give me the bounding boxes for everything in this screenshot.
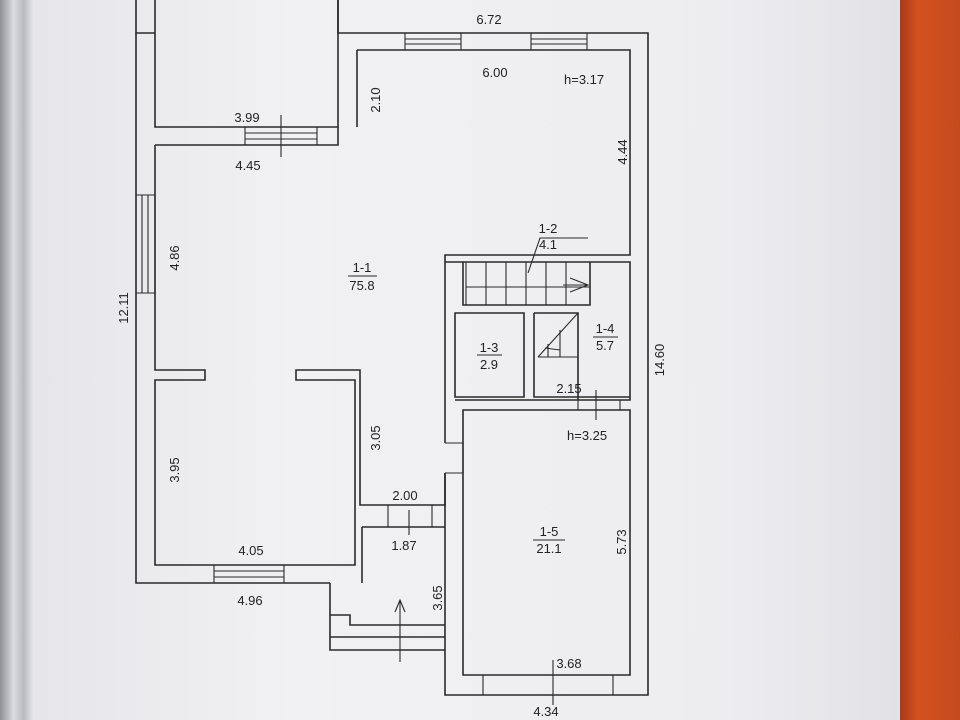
- walls: [135, 0, 649, 696]
- room-1-2-area: 4.1: [539, 237, 557, 252]
- plan-sheet: [34, 0, 900, 720]
- dim-porch-width: 1.87: [391, 538, 416, 553]
- dim-left-block: 2.10: [368, 87, 383, 112]
- dim-window-top-left: 3.99: [234, 110, 259, 125]
- windows: [136, 33, 621, 695]
- dim-lower-left-inner: 4.05: [238, 543, 263, 558]
- dim-ceiling-2: h=3.25: [567, 428, 607, 443]
- dim-corridor-width: 2.00: [392, 488, 417, 503]
- room-1-2-id: 1-2: [539, 221, 558, 236]
- dim-room15-width: 3.68: [556, 656, 581, 671]
- dim-top-inner: 6.00: [482, 65, 507, 80]
- background-surface: [900, 0, 960, 720]
- dimension-ticks: [280, 115, 597, 705]
- dim-porch-depth: 3.65: [430, 585, 445, 610]
- dim-room15-height: 5.73: [614, 529, 629, 554]
- dim-ceiling-1: h=3.17: [564, 72, 604, 87]
- dim-right-upper: 4.44: [615, 139, 630, 164]
- dim-room-width-top: 4.45: [235, 158, 260, 173]
- room-1-5-area: 21.1: [536, 541, 561, 556]
- dim-lower-left-outer: 4.96: [237, 593, 262, 608]
- room-1-4-area: 5.7: [596, 338, 614, 353]
- dim-right-overall: 14.60: [652, 344, 667, 377]
- stairs: [465, 262, 590, 358]
- dim-hall-width: 2.15: [556, 381, 581, 396]
- room-1-1-id: 1-1: [353, 260, 372, 275]
- room-1-1-area: 75.8: [349, 278, 374, 293]
- room-1-3-area: 2.9: [480, 357, 498, 372]
- dim-left-overall: 12.11: [116, 292, 131, 324]
- room-1-5-id: 1-5: [540, 524, 559, 539]
- dim-top-outer: 6.72: [476, 12, 501, 27]
- room-1-3-id: 1-3: [480, 340, 499, 355]
- binding-edge: [0, 0, 34, 720]
- dimension-labels: 6.72 6.00 h=3.17 2.10 3.99 4.45 4.44 4.8…: [116, 12, 667, 719]
- dim-corridor-height: 3.05: [368, 425, 383, 450]
- dim-left-lower: 3.95: [167, 457, 182, 482]
- dim-bottom-outer: 4.34: [533, 704, 558, 719]
- room-1-4-id: 1-4: [596, 321, 615, 336]
- dim-left-upper: 4.86: [167, 245, 182, 270]
- room-labels: 1-1 75.8 1-2 4.1 1-3 2.9 1-4 5.7 1-5 21.…: [348, 221, 618, 556]
